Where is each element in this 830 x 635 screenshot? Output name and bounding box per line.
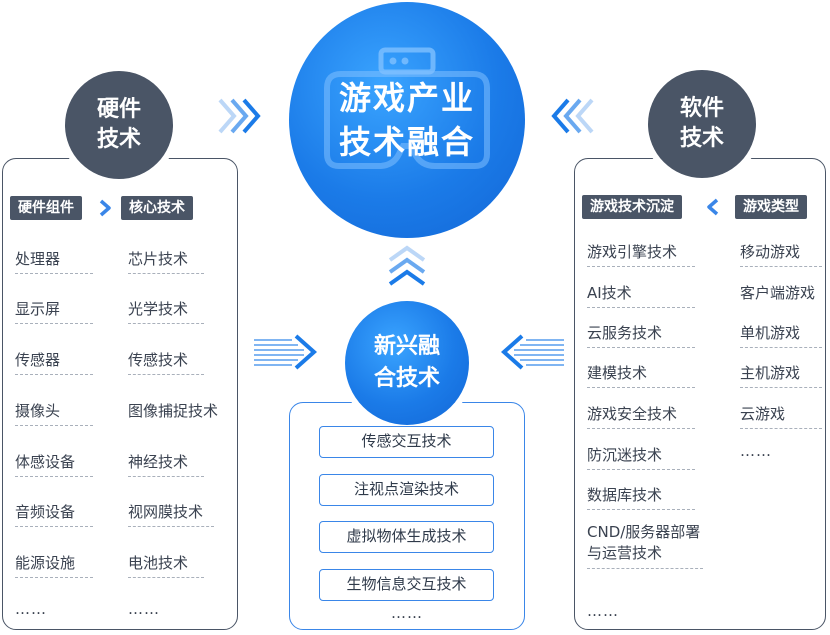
emerging-more: …… [391, 604, 423, 622]
hardware-circle-line1: 硬件 [96, 97, 141, 122]
emerging-item: 注视点渲染技术 [319, 474, 494, 506]
sw-types-more: …… [740, 442, 772, 460]
hw-component-item: 摄像头 [15, 400, 93, 426]
sw-deposit-item: 数据库技术 [587, 484, 695, 510]
emerging-item: 虚拟物体生成技术 [319, 521, 494, 553]
sw-type-item: 移动游戏 [740, 241, 822, 267]
sw-deposit-item: 防沉迷技术 [587, 444, 695, 470]
emerging-item: 生物信息交互技术 [319, 569, 494, 601]
sw-type-item: 单机游戏 [740, 322, 822, 348]
sw-deposit-item: 建模技术 [587, 362, 695, 388]
software-panel [574, 158, 826, 630]
chevron-right-icon [254, 334, 318, 370]
emerging-circle-line1: 新兴融 [373, 334, 440, 359]
hw-component-item: 音频设备 [15, 501, 93, 527]
hw-component-item: 显示屏 [15, 298, 93, 324]
hw-core-item: 电池技术 [128, 552, 204, 578]
sw-deposit-item: 游戏引擎技术 [587, 241, 695, 267]
hw-core-item: 传感技术 [128, 349, 204, 375]
emerging-circle-line2: 合技术 [373, 366, 440, 391]
software-circle-line1: 软件 [679, 96, 724, 121]
hardware-core-tag: 核心技术 [121, 196, 193, 220]
hw-components-more: …… [15, 600, 47, 618]
chevron-left-icon [500, 334, 564, 370]
hw-component-item: 能源设施 [15, 552, 93, 578]
hw-component-item: 体感设备 [15, 451, 93, 477]
hardware-circle: 硬件 技术 [65, 71, 173, 179]
hw-core-item: 芯片技术 [128, 248, 204, 274]
vr-headset-icon [324, 47, 490, 169]
sw-deposit-item: 游戏安全技术 [587, 403, 695, 429]
triple-chevron-left-icon [551, 98, 594, 134]
hw-core-item: 视网膜技术 [128, 501, 214, 527]
hw-component-item: 处理器 [15, 248, 93, 274]
chevron-up-icon [388, 245, 426, 286]
sw-type-item: 云游戏 [740, 403, 822, 429]
sw-deposit-item: AI技术 [587, 282, 695, 308]
sw-deposit-item: 云服务技术 [587, 322, 695, 348]
software-deposit-tag: 游戏技术沉淀 [582, 195, 682, 219]
hw-component-item: 传感器 [15, 349, 93, 375]
hardware-circle-line2: 技术 [96, 127, 141, 152]
hw-core-item: 图像捕捉技术 [128, 402, 219, 420]
hardware-panel [2, 158, 238, 630]
chevron-left-icon [707, 198, 719, 216]
sw-deposit-item: CND/服务器部署与运营技术 [587, 522, 703, 569]
hw-core-more: …… [128, 600, 160, 618]
center-title-line1: 游戏产业 [338, 79, 475, 117]
center-circle: 游戏产业 技术融合 [289, 2, 525, 238]
software-circle-line2: 技术 [679, 126, 724, 151]
sw-type-item: 主机游戏 [740, 362, 822, 388]
sw-deposit-more: …… [587, 602, 619, 620]
chevron-right-icon [99, 199, 111, 217]
triple-chevron-right-icon [218, 98, 261, 134]
emerging-item: 传感交互技术 [319, 426, 494, 458]
emerging-circle: 新兴融 合技术 [345, 301, 469, 425]
center-title-line2: 技术融合 [338, 123, 475, 161]
hardware-components-tag: 硬件组件 [10, 196, 82, 220]
sw-type-item: 客户端游戏 [740, 284, 816, 302]
hw-core-item: 神经技术 [128, 451, 204, 477]
software-types-tag: 游戏类型 [735, 195, 807, 219]
hw-core-item: 光学技术 [128, 298, 204, 324]
software-circle: 软件 技术 [648, 70, 756, 178]
